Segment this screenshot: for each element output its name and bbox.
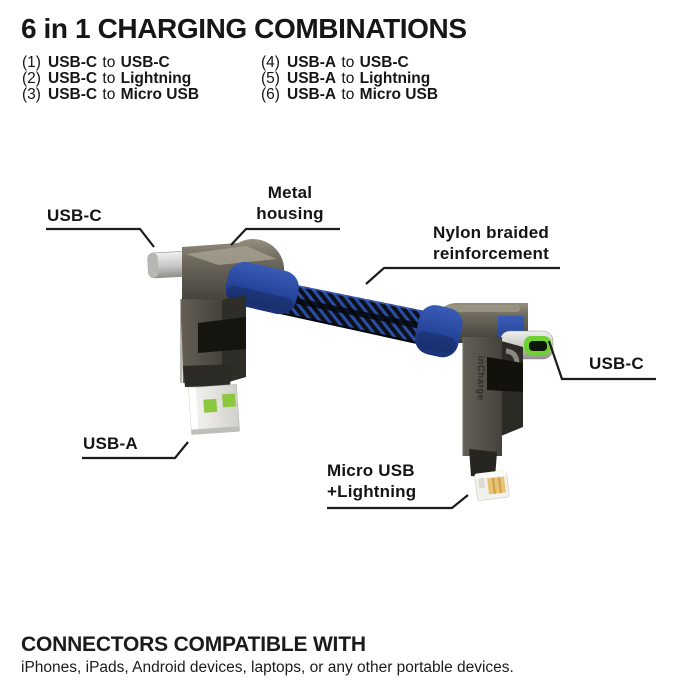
callout-line-usb-c-left (46, 227, 155, 248)
strain-relief-right (414, 305, 463, 358)
combination-target: Micro USB (120, 86, 200, 103)
combination-number: (5) (261, 70, 280, 87)
combination-item: (3) USB-C to Micro USB (22, 87, 199, 103)
combination-to-word: to (102, 70, 116, 87)
combination-number: (2) (22, 70, 41, 87)
combination-target: Micro USB (359, 86, 439, 103)
combination-from: USB-A (287, 70, 337, 87)
callout-line-usb-a (82, 441, 189, 460)
connector-neck-left (183, 364, 232, 387)
fold-window-right (487, 357, 523, 392)
combination-item: (2) USB-C to Lightning (22, 71, 199, 87)
callout-label-micro-lightning: Micro USB +Lightning (327, 461, 417, 501)
combination-from: USB-C (48, 86, 98, 103)
lightning-contact (487, 476, 506, 495)
callout-line-nylon (365, 266, 560, 285)
combinations-column-left: (1)USB-C to USB-C (2)USB-C to Lightning … (22, 55, 199, 103)
combination-item: (4) USB-A to USB-C (261, 55, 438, 71)
callout-label-metal-housing: Metal housing (256, 183, 324, 223)
footer-subtitle: iPhones, iPads, Android devices, laptops… (21, 659, 514, 676)
combination-number: (3) (22, 86, 41, 103)
callout-label-usb-c-right: USB-C (589, 354, 644, 373)
combination-target: USB-C (120, 54, 170, 71)
brand-text: inCharge (475, 356, 486, 401)
callout-label-nylon-braided: Nylon braided reinforcement (433, 223, 549, 263)
footer-heading: CONNECTORS COMPATIBLE WITH (21, 633, 366, 656)
combination-from: USB-C (48, 70, 98, 87)
callout-label-usb-a: USB-A (83, 434, 138, 453)
callout-lines (46, 227, 656, 510)
combination-target: USB-C (359, 54, 409, 71)
combination-to-word: to (102, 86, 116, 103)
combination-to-word: to (341, 54, 355, 71)
fold-window-left (198, 317, 246, 353)
metal-arm-right: inCharge (462, 337, 523, 456)
page-title: 6 in 1 CHARGING COMBINATIONS (21, 13, 467, 44)
combination-to-word: to (341, 86, 355, 103)
callout-line-usb-c-right (547, 340, 656, 381)
combination-to-word: to (102, 54, 116, 71)
combination-number: (1) (22, 54, 41, 71)
connector-neck-right (469, 449, 497, 478)
lightning-plug (474, 470, 510, 501)
combination-from: USB-A (287, 86, 337, 103)
callout-line-metal-housing (230, 227, 340, 246)
usb-a-contact (222, 393, 236, 408)
combinations-column-right: (4)USB-A to USB-C (5)USB-A to Lightning … (261, 55, 438, 103)
metal-arm-left (180, 295, 246, 384)
usb-a-plug (188, 384, 240, 435)
braided-cable (252, 276, 441, 349)
combination-number: (6) (261, 86, 280, 103)
usb-a-contact (203, 398, 218, 413)
combination-target: Lightning (120, 70, 192, 87)
callout-line-micro-lightning (327, 494, 469, 510)
combination-from: USB-C (48, 54, 98, 71)
callout-label-usb-c-left: USB-C (47, 206, 102, 225)
combination-item: (6) USB-A to Micro USB (261, 87, 438, 103)
combination-to-word: to (341, 70, 355, 87)
combination-item: (1) USB-C to USB-C (22, 55, 199, 71)
combination-from: USB-A (287, 54, 337, 71)
combination-target: Lightning (359, 70, 431, 87)
combination-number: (4) (261, 54, 280, 71)
combination-item: (5) USB-A to Lightning (261, 71, 438, 87)
